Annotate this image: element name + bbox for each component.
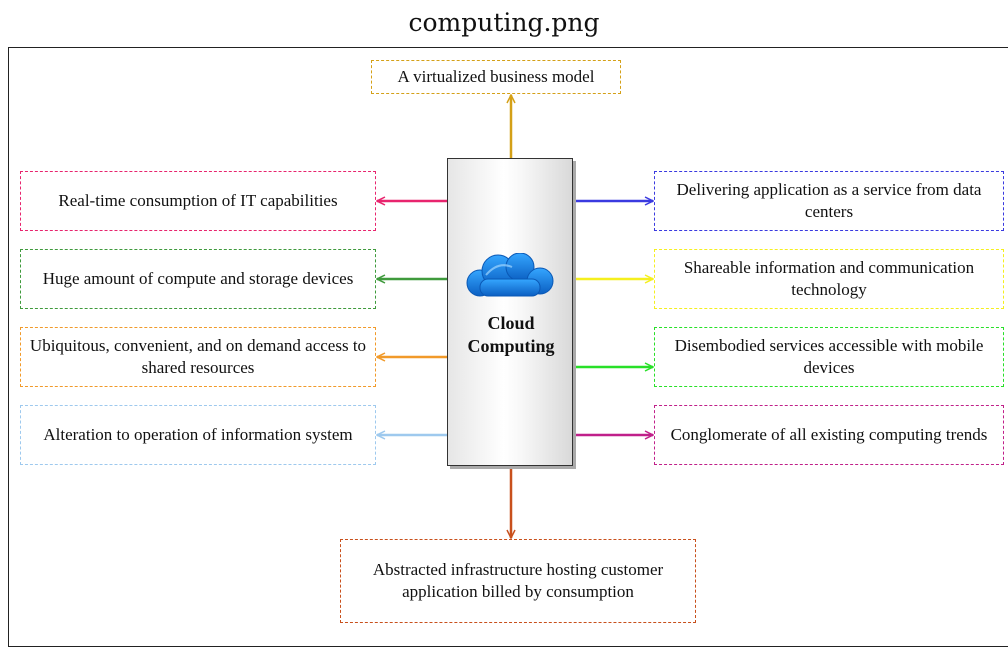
node-right-3: Disembodied services accessible with mob… bbox=[654, 327, 1004, 387]
node-left-2: Huge amount of compute and storage devic… bbox=[20, 249, 376, 309]
node-right-1: Delivering application as a service from… bbox=[654, 171, 1004, 231]
node-bottom: Abstracted infrastructure hosting custom… bbox=[340, 539, 696, 623]
node-right-4: Conglomerate of all existing computing t… bbox=[654, 405, 1004, 465]
connectors bbox=[0, 0, 1008, 628]
cloud-computing-box: Cloud Computing bbox=[447, 158, 573, 466]
node-left-4: Alteration to operation of information s… bbox=[20, 405, 376, 465]
node-right-2: Shareable information and communication … bbox=[654, 249, 1004, 309]
node-top: A virtualized business model bbox=[371, 60, 621, 94]
center-label: Cloud Computing bbox=[448, 312, 574, 358]
file-title: computing.png bbox=[408, 8, 600, 37]
node-left-1: Real-time consumption of IT capabilities bbox=[20, 171, 376, 231]
node-left-3: Ubiquitous, convenient, and on demand ac… bbox=[20, 327, 376, 387]
cloud-icon bbox=[466, 253, 554, 297]
center-label-line1: Cloud bbox=[487, 313, 535, 333]
center-label-line2: Computing bbox=[467, 336, 555, 356]
